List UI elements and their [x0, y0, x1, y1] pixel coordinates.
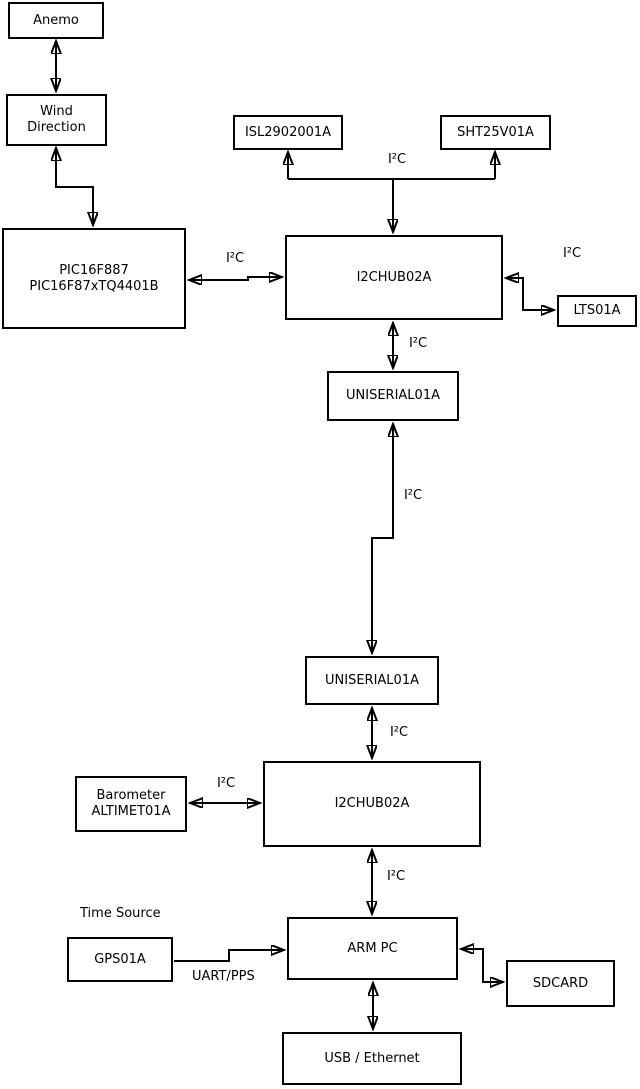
label-uart-pps: UART/PPS — [192, 969, 255, 984]
node-sdcard: SDCARD — [506, 960, 615, 1007]
label-i2c-barometer-hub2: I²C — [216, 776, 236, 791]
label-time-source: Time Source — [80, 906, 161, 921]
node-uniserial01a-bottom: UNISERIAL01A — [305, 656, 439, 705]
label-i2c-sensor-branch: I²C — [387, 152, 407, 167]
node-gps01a-label: GPS01A — [94, 951, 146, 967]
edge-pic-i2chub — [189, 277, 282, 280]
label-i2c-pic-hub: I²C — [225, 251, 245, 266]
node-wind-direction-label-line1: Wind — [40, 104, 73, 120]
node-usb-ethernet-label: USB / Ethernet — [324, 1050, 420, 1066]
node-sht25v01a: SHT25V01A — [440, 115, 551, 150]
node-lts01a-label: LTS01A — [573, 303, 621, 319]
node-i2chub02a-bottom: I2CHUB02A — [263, 761, 481, 847]
node-pic-label-line1: PIC16F887 — [59, 262, 129, 278]
node-gps01a: GPS01A — [67, 937, 173, 982]
node-anemo: Anemo — [8, 2, 104, 39]
node-sht25v01a-label: SHT25V01A — [457, 124, 534, 140]
node-barometer: Barometer ALTIMET01A — [75, 776, 187, 832]
node-uniserial01a-top: UNISERIAL01A — [327, 371, 459, 421]
node-sdcard-label: SDCARD — [532, 975, 589, 991]
node-i2chub02a-top-label: I2CHUB02A — [356, 269, 432, 285]
node-barometer-label-line2: ALTIMET01A — [91, 804, 171, 819]
node-pic: PIC16F887 PIC16F87xTQ4401B — [2, 228, 186, 329]
label-i2c-uniserial-link: I²C — [403, 488, 423, 503]
label-i2c-hub2-armpc: I²C — [386, 869, 406, 884]
edge-winddirection-pic — [56, 148, 93, 225]
node-wind-direction: Wind Direction — [6, 94, 107, 146]
node-lts01a: LTS01A — [557, 295, 637, 327]
node-usb-ethernet: USB / Ethernet — [282, 1032, 462, 1085]
node-arm-pc: ARM PC — [287, 917, 458, 980]
node-uniserial01a-top-label: UNISERIAL01A — [346, 388, 440, 404]
node-i2chub02a-top: I2CHUB02A — [285, 235, 503, 320]
node-anemo-label: Anemo — [33, 12, 79, 28]
node-isl2902001a-label: ISL2902001A — [244, 124, 332, 140]
edge-armpc-sdcard — [461, 949, 503, 982]
edge-gps-armpc — [174, 950, 284, 962]
node-i2chub02a-bottom-label: I2CHUB02A — [334, 796, 410, 812]
node-barometer-label-line1: Barometer — [96, 788, 166, 804]
node-isl2902001a: ISL2902001A — [233, 115, 343, 150]
label-i2c-hub-lts: I²C — [562, 246, 582, 261]
node-wind-direction-label-line2: Direction — [27, 120, 86, 135]
label-i2c-uniserial-hub2: I²C — [389, 725, 409, 740]
edge-i2chub-lts — [506, 278, 554, 310]
node-pic-label-line2: PIC16F87xTQ4401B — [29, 278, 159, 294]
edge-uniserial1-uniserial2 — [372, 424, 393, 653]
node-arm-pc-label: ARM PC — [347, 940, 398, 956]
label-i2c-hub-uniserial: I²C — [408, 336, 428, 351]
node-uniserial01a-bottom-label: UNISERIAL01A — [325, 672, 419, 688]
